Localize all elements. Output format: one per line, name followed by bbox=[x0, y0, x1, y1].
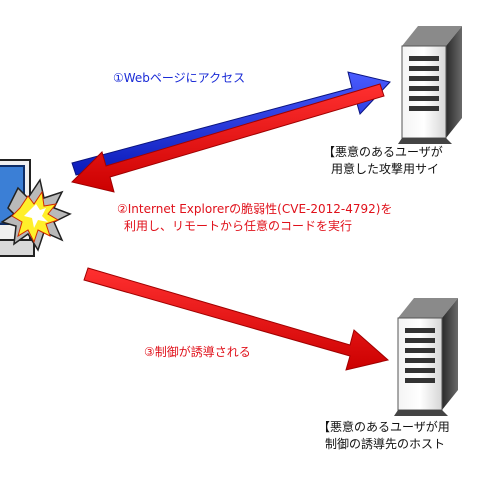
step-redirect-label: ③制御が誘導される bbox=[144, 345, 251, 359]
server-icon bbox=[394, 298, 458, 416]
step-exploit-label-line2: 利用し、リモートから任意のコードを実行 bbox=[124, 219, 353, 233]
control-host-caption-line2: 制御の誘導先のホスト bbox=[325, 437, 446, 451]
step-exploit-label-line1: ②Internet Explorerの脆弱性(CVE-2012-4792)を bbox=[117, 202, 393, 216]
server-icon bbox=[398, 26, 462, 144]
attack-site-caption-line2: 用意した攻撃用サイ bbox=[331, 162, 440, 176]
control-host-caption-line1: 【悪意のあるユーザが用 bbox=[318, 420, 450, 434]
exploit-arrow bbox=[71, 83, 385, 193]
redirect-arrow bbox=[83, 267, 390, 371]
attack-site-caption-line1: 【悪意のあるユーザが bbox=[323, 145, 443, 159]
explosion-icon bbox=[0, 178, 72, 252]
step-access-label: ①Webページにアクセス bbox=[113, 71, 246, 85]
